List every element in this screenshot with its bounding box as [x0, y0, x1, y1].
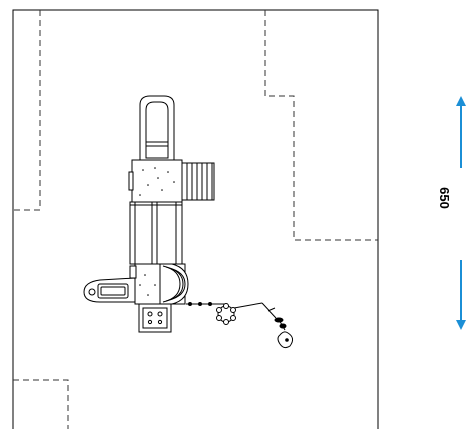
slide: [139, 95, 175, 161]
safety-zone-left: [13, 10, 41, 211]
rope-accessory: [186, 302, 294, 349]
ladder: [181, 162, 215, 201]
arrow-up-icon: [456, 96, 466, 106]
base-steps: [138, 303, 172, 333]
middle-frame: [129, 201, 183, 265]
site-boundary: [12, 9, 379, 429]
side-panel: [83, 265, 137, 303]
arrow-down-icon: [456, 320, 466, 330]
dimension-label: 650: [437, 187, 452, 209]
tire-swing: [216, 303, 236, 325]
dimension-arrow: [456, 96, 466, 330]
upper-deck-post: [128, 171, 134, 191]
upper-deck: [131, 159, 183, 203]
safety-zone-bottom: [13, 379, 69, 429]
playset-structure: [83, 95, 294, 349]
wave-slide-end: [159, 263, 189, 305]
safety-zone-right: [264, 10, 378, 241]
